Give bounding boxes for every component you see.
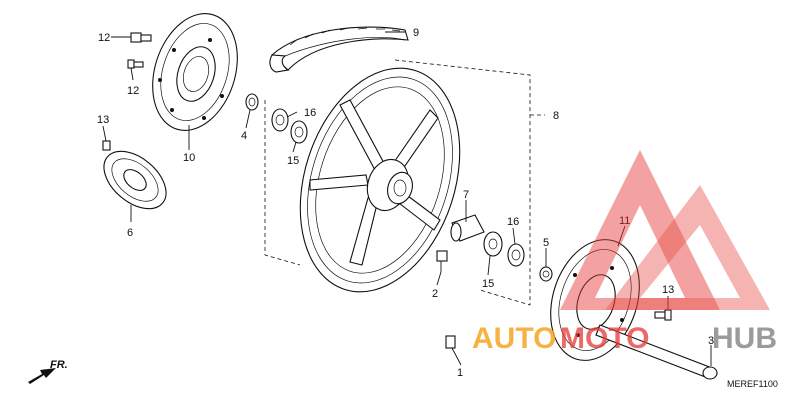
seal-16-right — [507, 243, 525, 267]
collar-4 — [245, 93, 259, 111]
brake-disc-left — [152, 13, 238, 131]
callout-16-right: 16 — [507, 216, 519, 228]
axle-3 — [595, 324, 718, 380]
callout-12: 12 — [98, 32, 110, 44]
front-direction-arrow: FR. — [28, 359, 68, 384]
bolt-13-right — [654, 309, 672, 321]
callout-7: 7 — [463, 189, 469, 201]
watermark-part3: HUB — [712, 322, 777, 355]
watermark-logo — [560, 150, 770, 310]
collar-5 — [539, 266, 553, 282]
callout-9: 9 — [413, 27, 419, 39]
watermark-part2: MOTO — [560, 322, 649, 355]
watermark-text: AUTO MOTO HUB — [472, 322, 777, 355]
valve-2 — [436, 250, 448, 272]
bearing-15-right — [483, 231, 503, 257]
wheel-rim — [299, 67, 461, 293]
callout-13-right: 13 — [662, 284, 674, 296]
bolt-12 — [130, 32, 152, 43]
callouts: 12 12 13 6 10 4 16 15 9 8 7 16 15 5 2 11… — [97, 27, 714, 379]
callout-15-left: 15 — [287, 155, 299, 167]
callout-16-left: 16 — [304, 107, 316, 119]
callout-10: 10 — [183, 152, 195, 164]
callout-11: 11 — [619, 215, 630, 227]
leader-lines — [102, 31, 712, 366]
clip-1 — [445, 335, 456, 349]
callout-1: 1 — [457, 367, 463, 379]
watermark-part1: AUTO — [472, 322, 556, 355]
callout-4: 4 — [241, 130, 247, 142]
callout-2: 2 — [432, 288, 438, 300]
callout-3: 3 — [708, 335, 714, 347]
callout-13-left: 12 — [127, 85, 139, 97]
callout-5: 5 — [543, 237, 549, 249]
bolt-13-left — [127, 59, 144, 69]
brake-disc-right — [550, 239, 640, 361]
pulser-ring — [103, 150, 167, 210]
callout-6: 6 — [127, 227, 133, 239]
collar-7 — [450, 214, 485, 242]
assembly-bracket-8 — [264, 59, 545, 306]
callout-14: 13 — [97, 114, 109, 126]
callout-8: 8 — [553, 110, 559, 122]
direction-label: FR. — [50, 359, 68, 371]
seal-16-left — [271, 108, 289, 132]
bolt-14 — [102, 140, 111, 151]
bearing-15-left — [290, 120, 308, 144]
callout-15-right: 15 — [482, 278, 494, 290]
reference-code: MEREF1100 — [727, 379, 778, 389]
tire-part — [269, 26, 409, 73]
